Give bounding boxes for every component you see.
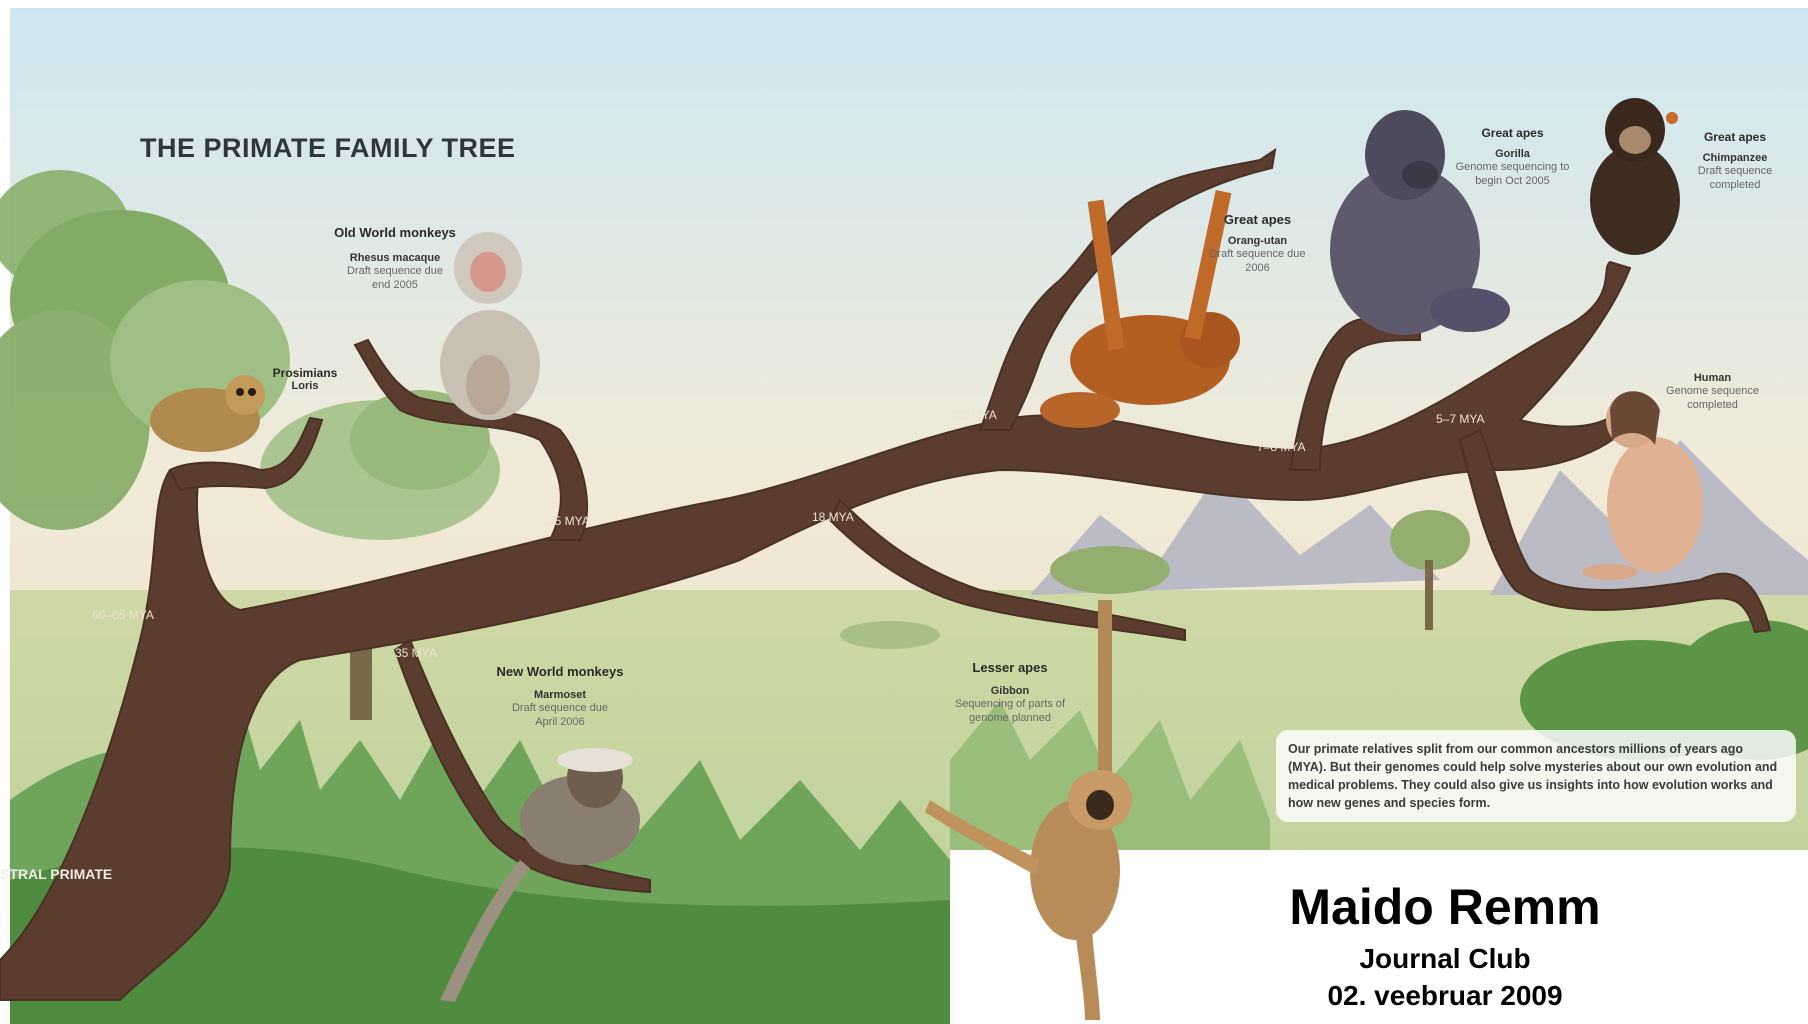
divergence-label: 7–8 MYA — [1257, 440, 1305, 454]
divergence-label: 35 MYA — [395, 646, 437, 660]
species-name: Gibbon — [935, 685, 1085, 697]
species-name: Loris — [250, 380, 360, 392]
group-name: Great apes — [1680, 130, 1790, 144]
label-gorilla: Great apes Gorilla Genome sequencing to … — [1450, 126, 1575, 188]
sequence-status: Draft sequence completed — [1690, 164, 1780, 192]
presentation-date: 02. veebruar 2009 — [1240, 980, 1650, 1012]
group-name: Prosimians — [250, 366, 360, 380]
label-new-world-monkeys: New World monkeys Marmoset Draft sequenc… — [480, 664, 640, 729]
label-chimpanzee: Great apes Chimpanzee Draft sequence com… — [1680, 130, 1790, 192]
label-lesser-apes: Lesser apes Gibbon Sequencing of parts o… — [935, 660, 1085, 725]
sequence-status: Draft sequence due April 2006 — [500, 701, 620, 729]
group-name: Great apes — [1195, 212, 1320, 227]
sequence-status: Genome sequence completed — [1658, 384, 1768, 412]
group-name: Great apes — [1450, 126, 1575, 140]
sequence-status: Draft sequence due end 2005 — [340, 264, 450, 292]
divergence-label: 18 MYA — [812, 510, 854, 524]
sequence-status: Genome sequencing to begin Oct 2005 — [1455, 160, 1570, 188]
sequence-status: Draft sequence due 2006 — [1198, 247, 1318, 275]
tree-trunk-bg — [350, 640, 372, 720]
sequence-status: Sequencing of parts of genome planned — [945, 697, 1075, 725]
species-name: Gorilla — [1450, 148, 1575, 160]
label-prosimians: Prosimians Loris — [250, 366, 360, 392]
caption-box: Our primate relatives split from our com… — [1276, 730, 1796, 822]
event-title: Journal Club — [1240, 943, 1650, 975]
label-old-world-monkeys: Old World monkeys Rhesus macaque Draft s… — [315, 225, 475, 292]
divergence-label: 12 MYA — [955, 408, 997, 422]
species-name: Rhesus macaque — [315, 252, 475, 264]
species-name: Human — [1650, 372, 1775, 384]
group-name: New World monkeys — [480, 664, 640, 679]
species-name: Orang-utan — [1195, 235, 1320, 247]
divergence-label: 5–7 MYA — [1436, 412, 1484, 426]
ancestor-label: STRAL PRIMATE — [0, 866, 112, 882]
presenter-name: Maido Remm — [1240, 878, 1650, 936]
divergence-label: 25 MYA — [548, 514, 590, 528]
label-human: Human Genome sequence completed — [1650, 372, 1775, 412]
species-name: Marmoset — [480, 689, 640, 701]
species-name: Chimpanzee — [1680, 152, 1790, 164]
group-name: Old World monkeys — [315, 225, 475, 240]
diagram-title: THE PRIMATE FAMILY TREE — [140, 133, 516, 164]
label-orang-utan: Great apes Orang-utan Draft sequence due… — [1195, 212, 1320, 275]
group-name: Lesser apes — [935, 660, 1085, 675]
divergence-label: 60–65 MYA — [92, 608, 154, 622]
